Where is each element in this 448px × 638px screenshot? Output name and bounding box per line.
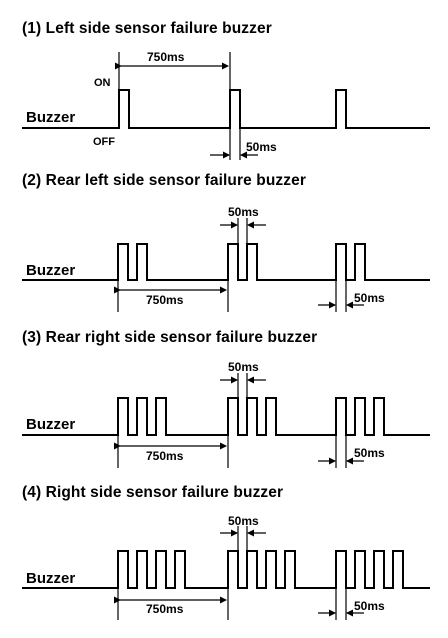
section-2-title: (2) Rear left side sensor failure buzzer xyxy=(22,172,306,189)
period-label: 750ms xyxy=(146,602,184,616)
waveform-3 xyxy=(22,397,430,436)
section-1-diagram: 750ms ON OFF Buzzer 50ms xyxy=(22,50,430,160)
pulse-label: 50ms xyxy=(354,599,385,613)
period-label: 750ms xyxy=(147,50,185,64)
buzzer-label: Buzzer xyxy=(26,416,75,433)
waveform-1 xyxy=(22,89,430,129)
section-1-title: (1) Left side sensor failure buzzer xyxy=(22,20,272,37)
off-state-label: OFF xyxy=(93,136,115,148)
buzzer-label: Buzzer xyxy=(26,570,75,587)
on-state-label: ON xyxy=(94,77,111,89)
period-label: 750ms xyxy=(146,293,184,307)
waveform-2 xyxy=(22,243,430,281)
section-3-diagram: Buzzer 50ms 750ms 50ms xyxy=(22,360,430,468)
gap-label: 50ms xyxy=(228,360,259,374)
buzzer-label: Buzzer xyxy=(26,109,75,126)
pulse-label: 50ms xyxy=(354,446,385,460)
buzzer-label: Buzzer xyxy=(26,262,75,279)
period-label: 750ms xyxy=(146,449,184,463)
section-4-diagram: Buzzer 50ms 750ms 50ms xyxy=(22,514,430,620)
section-4-title: (4) Right side sensor failure buzzer xyxy=(22,484,284,501)
gap-label: 50ms xyxy=(228,205,259,219)
pulse-label: 50ms xyxy=(354,291,385,305)
gap-label: 50ms xyxy=(228,514,259,528)
pulse-label: 50ms xyxy=(246,140,277,154)
waveform-4 xyxy=(22,550,430,589)
section-3-title: (3) Rear right side sensor failure buzze… xyxy=(22,329,318,346)
section-2-diagram: Buzzer 50ms 750ms 50ms xyxy=(22,205,430,312)
